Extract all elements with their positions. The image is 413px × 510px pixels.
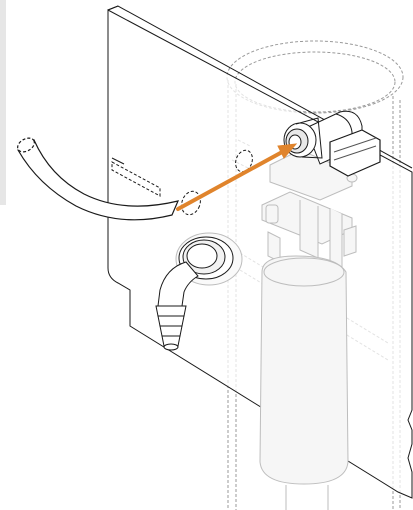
- insertion-arrow: [176, 143, 298, 211]
- panel-holes: [181, 149, 253, 216]
- panel-hole-tube: [181, 190, 201, 216]
- elbow-push-fitting: [283, 110, 381, 177]
- flexible-tube: [17, 137, 180, 221]
- panel-hole-fitting: [235, 149, 253, 173]
- hose-barb-elbow: [155, 232, 243, 351]
- arrow-head: [277, 143, 298, 159]
- panel-slot: [111, 161, 161, 197]
- tube-end: [17, 137, 35, 153]
- panel-thickness: [107, 5, 119, 11]
- side-tab: [0, 0, 6, 205]
- cistern-float-valve: [259, 149, 358, 510]
